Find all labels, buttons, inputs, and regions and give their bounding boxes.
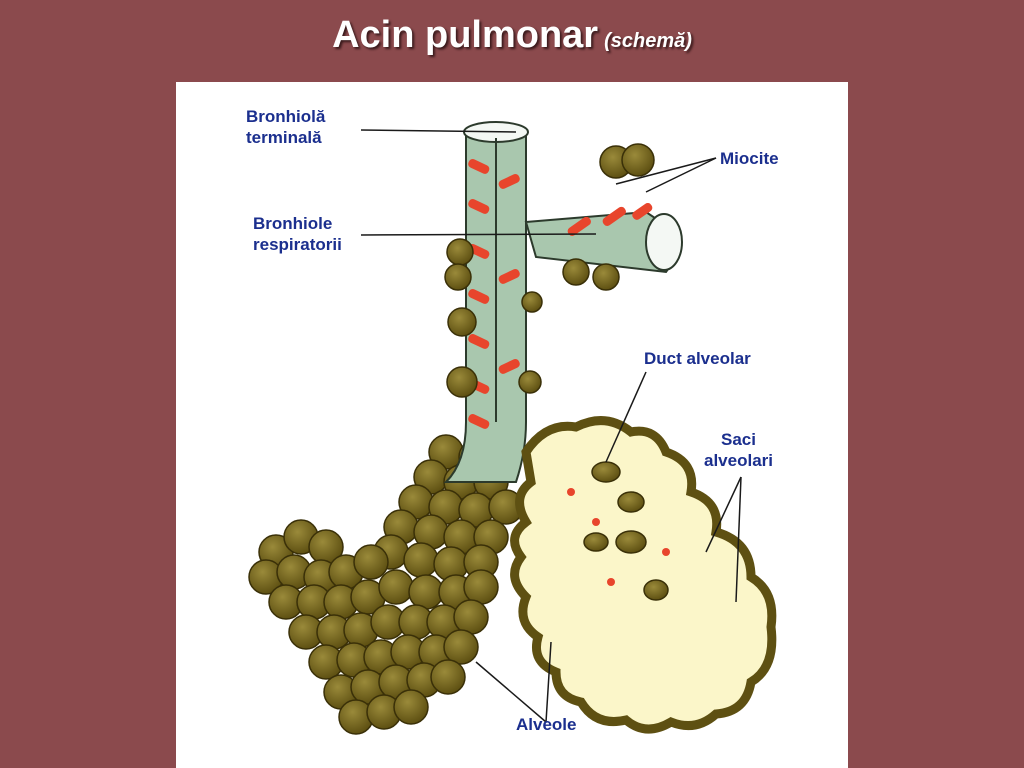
label-bronhiola-terminala: Bronhiolă terminală: [246, 106, 325, 148]
alveolus: [353, 544, 389, 580]
alveolus: [453, 599, 489, 635]
label-line: Bronhiolă: [246, 107, 326, 126]
diagram-panel: Bronhiolă terminală Bronhiole respirator…: [176, 82, 848, 768]
label-line: terminală: [246, 128, 322, 147]
alveolus: [463, 569, 499, 605]
alveolus: [443, 629, 479, 665]
label-saci-alveolari: Saci alveolari: [704, 429, 773, 471]
label-bronhiole-respiratorii: Bronhiole respiratorii: [253, 213, 342, 255]
label-line: alveolari: [704, 451, 773, 470]
alveolus: [393, 689, 429, 725]
label-duct-alveolar: Duct alveolar: [644, 349, 751, 368]
wall-alveoli: [444, 143, 655, 398]
label-alveole: Alveole: [516, 715, 577, 734]
label-line: Saci: [721, 430, 756, 449]
alveolus: [403, 542, 439, 578]
slide-title: Acin pulmonar(schemă): [0, 14, 1024, 57]
alveolus: [378, 569, 414, 605]
alveolus: [430, 659, 466, 695]
title-main: Acin pulmonar: [332, 14, 599, 56]
muscle-bands: [468, 159, 653, 429]
alveolar-duct-and-sacs: [510, 416, 777, 734]
label-line: respiratorii: [253, 235, 342, 254]
label-miocite: Miocite: [720, 149, 779, 168]
title-sub: (schemă): [604, 30, 692, 52]
acinus-illustration: [248, 121, 777, 735]
alveolus: [408, 574, 444, 610]
leader-lines: [360, 129, 742, 723]
respiratory-bronchiole: [443, 121, 683, 483]
label-line: Bronhiole: [253, 214, 333, 233]
